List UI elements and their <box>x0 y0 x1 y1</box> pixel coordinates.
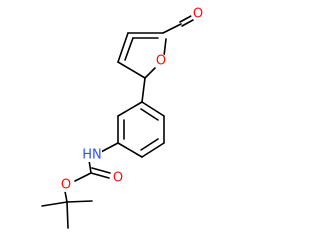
bond-tbu-methyl-right <box>66 200 93 203</box>
bond-aldehyde-ch <box>162 23 182 34</box>
bond-ph-c4-c5 <box>117 142 143 158</box>
bond-ph-c1-c2 <box>141 101 165 117</box>
furan-oxygen-label: O <box>156 54 166 69</box>
bond-furan-o-c2 <box>163 38 167 57</box>
aldehyde-oxygen-label: O <box>193 7 203 22</box>
bond-tbu-methyl-down <box>66 201 69 229</box>
bond-furan-c4-c5 <box>117 61 146 79</box>
bond-furan-c3-c4 <box>117 32 129 63</box>
bond-n-carbonyl <box>88 159 92 174</box>
bond-furan-phenyl <box>141 77 146 103</box>
bond-ph-c3-c4 <box>141 142 165 158</box>
bond-phenyl-n <box>98 142 119 154</box>
bond-ph-inner-1 <box>140 108 159 121</box>
bond-lines <box>41 15 194 229</box>
chemical-structure: O O HN O O <box>41 7 205 229</box>
carbonyl-oxygen-label: O <box>113 171 123 186</box>
bond-furan-c5-o <box>144 67 156 79</box>
bond-tbu-methyl-left <box>41 201 68 207</box>
bond-ph-inner-2 <box>140 138 159 151</box>
atom-labels: O O HN O O <box>59 7 205 193</box>
bond-carbonyl-ester-o <box>74 172 92 182</box>
bond-furan-c3-c4-inner <box>124 37 134 61</box>
bond-aldehyde-co-1 <box>179 15 192 23</box>
ester-oxygen-label: O <box>61 178 71 193</box>
bond-ph-c6-c1 <box>117 101 143 117</box>
bond-aldehyde-co-2 <box>181 19 194 27</box>
bond-carbonyl-c-o <box>90 172 110 179</box>
bond-carbonyl-c-o-2 <box>91 167 111 174</box>
amine-label: HN <box>82 148 102 163</box>
